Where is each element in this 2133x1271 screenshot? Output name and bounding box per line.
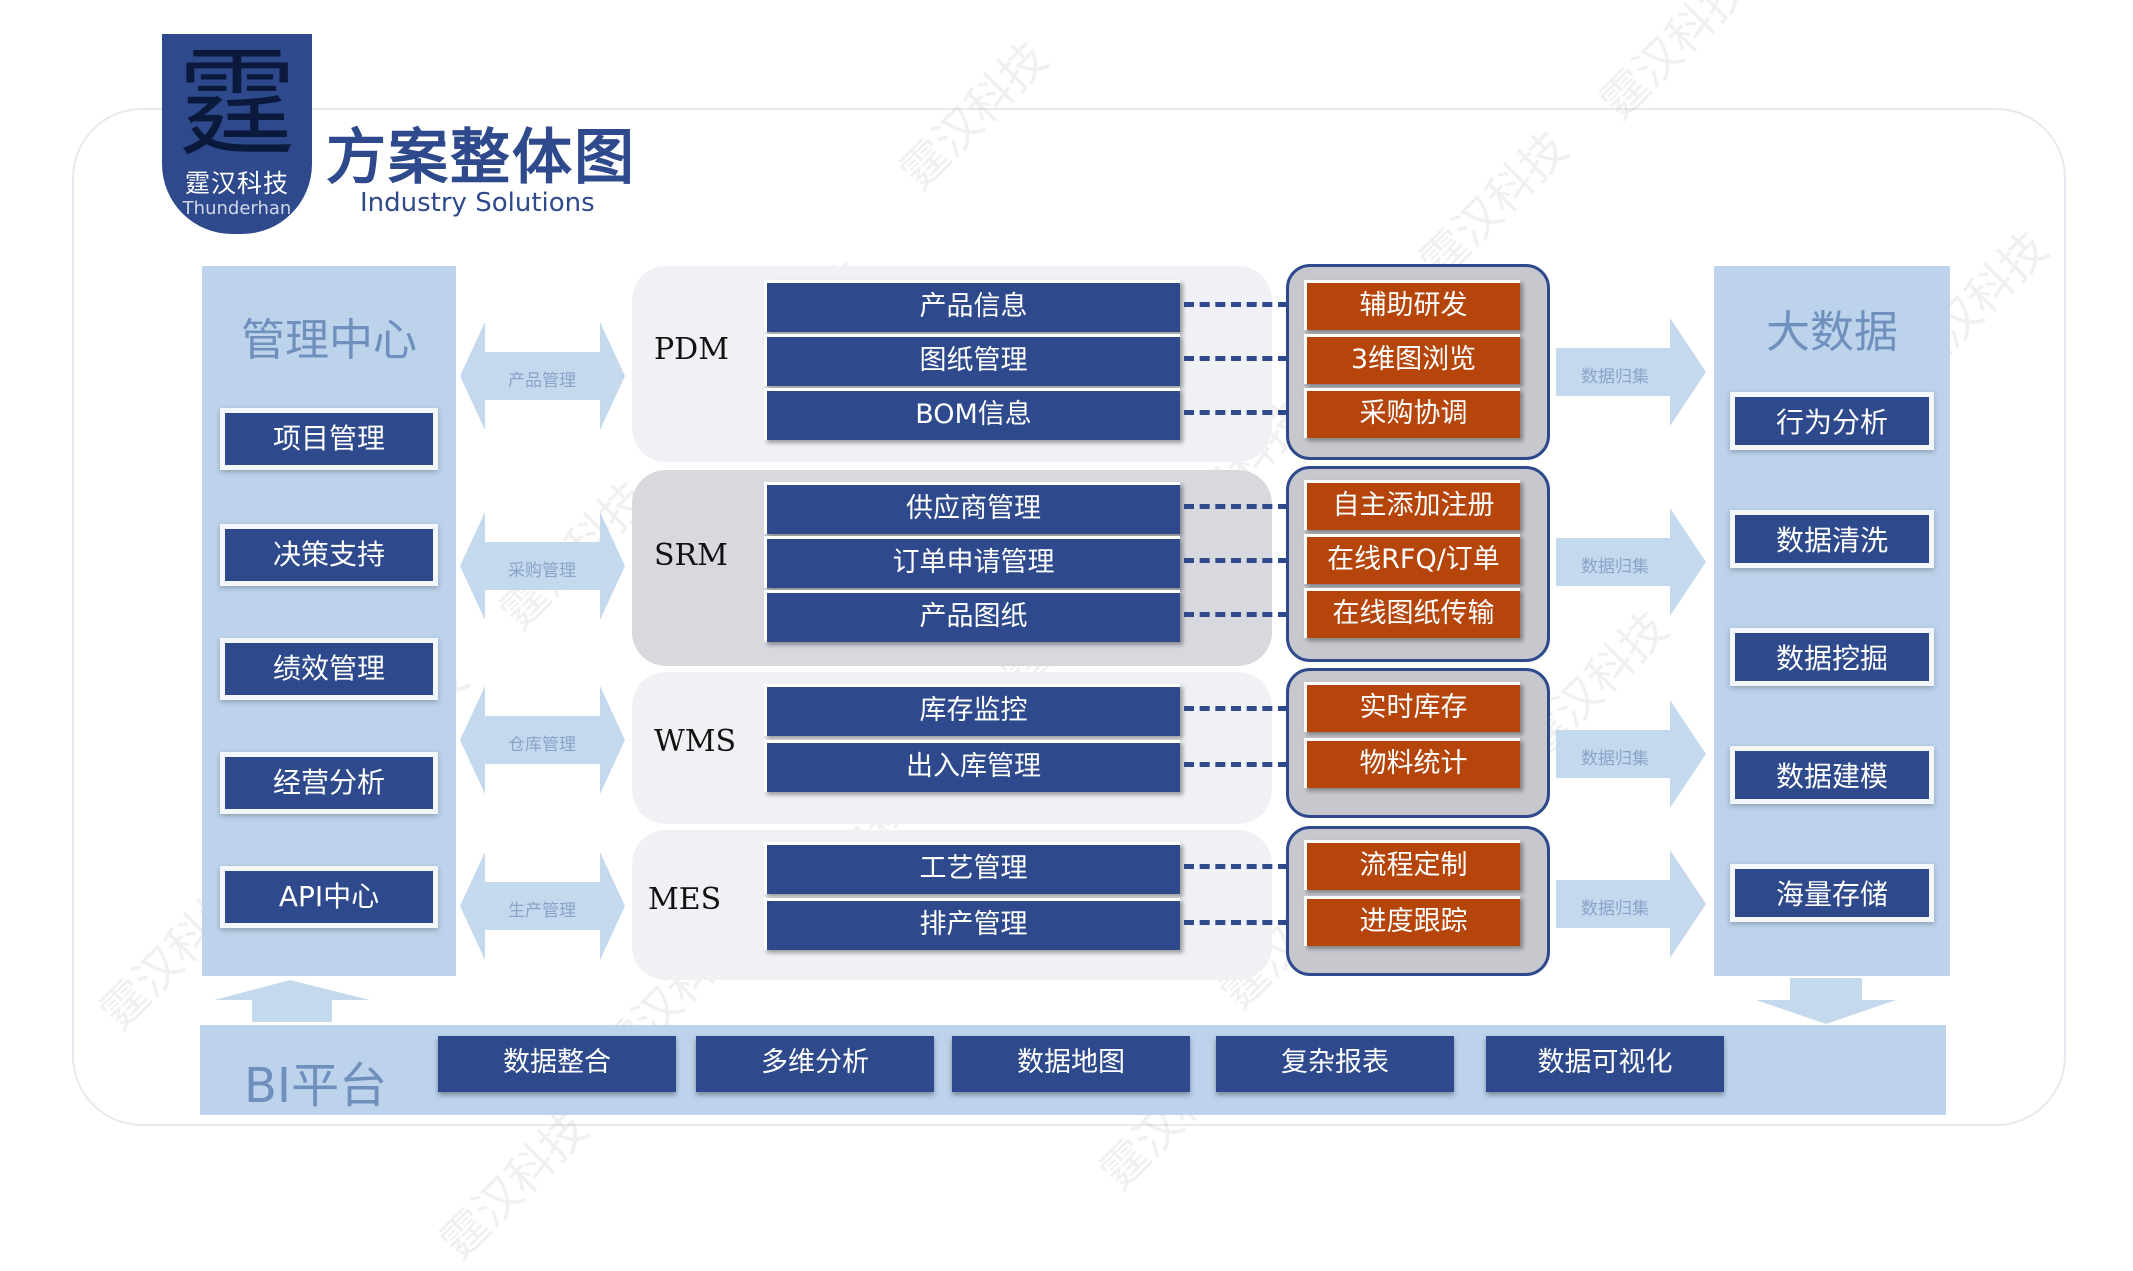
bi-item-visualization[interactable]: 数据可视化 <box>1486 1036 1724 1092</box>
collect-label-pdm: 数据归集 <box>1581 367 1649 387</box>
page-title: 方案整体图 <box>326 123 636 193</box>
module-mes-process[interactable]: 工艺管理 <box>764 842 1180 894</box>
bi-item-datamap[interactable]: 数据地图 <box>952 1036 1190 1092</box>
system-name-pdm: PDM <box>654 332 729 367</box>
right-arrow-wms <box>1556 700 1706 808</box>
connector-pdm-1 <box>1184 302 1288 307</box>
bigdata-item-cleaning[interactable]: 数据清洗 <box>1730 510 1934 568</box>
module-pdm-product-info[interactable]: 产品信息 <box>764 280 1180 332</box>
logo-company-name: 霆汉科技 <box>184 169 289 198</box>
bi-item-integration[interactable]: 数据整合 <box>438 1036 676 1092</box>
module-srm-drawing[interactable]: 产品图纸 <box>764 590 1180 642</box>
mgmt-item-project[interactable]: 项目管理 <box>220 408 438 470</box>
page-subtitle: Industry Solutions <box>360 188 595 218</box>
module-mes-scheduling[interactable]: 排产管理 <box>764 898 1180 950</box>
down-arrow-bigdata <box>1756 978 1896 1024</box>
collect-label-wms: 数据归集 <box>1581 749 1649 769</box>
module-wms-inventory[interactable]: 库存监控 <box>764 684 1180 736</box>
mgmt-item-api[interactable]: API中心 <box>220 866 438 928</box>
output-mes-progress[interactable]: 进度跟踪 <box>1304 896 1520 946</box>
management-center-title: 管理中心 <box>241 315 417 366</box>
big-data-panel: 大数据 行为分析 数据清洗 数据挖掘 数据建模 海量存储 <box>1714 266 1950 976</box>
output-srm-rfq[interactable]: 在线RFQ/订单 <box>1304 534 1520 584</box>
bigdata-item-mining[interactable]: 数据挖掘 <box>1730 628 1934 686</box>
bi-platform-title: BI平台 <box>244 1058 388 1114</box>
module-pdm-bom[interactable]: BOM信息 <box>764 388 1180 440</box>
logo-english-name: Thunderhan <box>182 198 292 219</box>
connector-mes-2 <box>1184 920 1288 925</box>
connector-srm-3 <box>1184 612 1288 617</box>
right-arrow-srm <box>1556 508 1706 616</box>
arrow-label-wms: 仓库管理 <box>508 735 576 755</box>
bi-item-reports[interactable]: 复杂报表 <box>1216 1036 1454 1092</box>
bi-item-multidim[interactable]: 多维分析 <box>696 1036 934 1092</box>
collect-label-mes: 数据归集 <box>1581 899 1649 919</box>
connector-srm-2 <box>1184 558 1288 563</box>
arrow-label-mes: 生产管理 <box>508 901 576 921</box>
double-arrow-mes <box>460 852 625 960</box>
connector-pdm-3 <box>1184 410 1288 415</box>
system-name-mes: MES <box>648 882 722 917</box>
system-name-srm: SRM <box>654 538 728 573</box>
right-arrow-mes <box>1556 850 1706 958</box>
module-srm-order[interactable]: 订单申请管理 <box>764 536 1180 588</box>
mgmt-item-operation[interactable]: 经营分析 <box>220 752 438 814</box>
module-wms-inout[interactable]: 出入库管理 <box>764 740 1180 792</box>
arrow-label-pdm: 产品管理 <box>508 371 576 391</box>
connector-wms-1 <box>1184 706 1288 711</box>
double-arrow-srm <box>460 512 625 620</box>
big-data-title: 大数据 <box>1766 307 1898 358</box>
flow-arrows <box>214 318 1896 1024</box>
output-wms-stats[interactable]: 物料统计 <box>1304 738 1520 788</box>
system-name-wms: WMS <box>654 724 737 759</box>
output-pdm-3d[interactable]: 3维图浏览 <box>1304 334 1520 384</box>
company-logo: 霆 霆汉科技 Thunderhan <box>162 34 312 234</box>
mgmt-item-decision[interactable]: 决策支持 <box>220 524 438 586</box>
right-arrow-pdm <box>1556 318 1706 426</box>
output-pdm-rd[interactable]: 辅助研发 <box>1304 280 1520 330</box>
bigdata-item-behavior[interactable]: 行为分析 <box>1730 392 1934 450</box>
connector-pdm-2 <box>1184 356 1288 361</box>
connector-mes-1 <box>1184 864 1288 869</box>
output-srm-transfer[interactable]: 在线图纸传输 <box>1304 588 1520 638</box>
module-pdm-drawing[interactable]: 图纸管理 <box>764 334 1180 386</box>
connector-wms-2 <box>1184 762 1288 767</box>
output-mes-flow[interactable]: 流程定制 <box>1304 840 1520 890</box>
collect-label-srm: 数据归集 <box>1581 557 1649 577</box>
bigdata-item-storage[interactable]: 海量存储 <box>1730 864 1934 922</box>
output-wms-realtime[interactable]: 实时库存 <box>1304 682 1520 732</box>
arrow-label-srm: 采购管理 <box>508 561 576 581</box>
logo-glyph: 霆 <box>177 35 296 173</box>
mgmt-item-performance[interactable]: 绩效管理 <box>220 638 438 700</box>
output-srm-register[interactable]: 自主添加注册 <box>1304 480 1520 530</box>
double-arrow-pdm <box>460 322 625 430</box>
connector-srm-1 <box>1184 504 1288 509</box>
bigdata-item-modeling[interactable]: 数据建模 <box>1730 746 1934 804</box>
output-pdm-purchase[interactable]: 采购协调 <box>1304 388 1520 438</box>
up-arrow-bi <box>214 980 370 1022</box>
double-arrow-wms <box>460 686 625 794</box>
module-srm-supplier[interactable]: 供应商管理 <box>764 482 1180 534</box>
management-center-panel: 管理中心 项目管理 决策支持 绩效管理 经营分析 API中心 <box>202 266 456 976</box>
